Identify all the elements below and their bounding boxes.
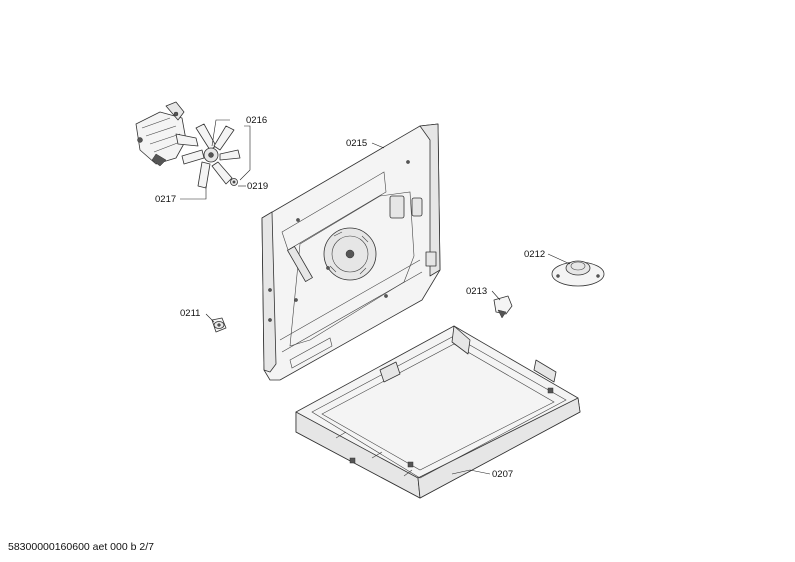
fan-nut[interactable] (230, 178, 238, 186)
callout-0217: 0217 (155, 194, 176, 205)
small-fitting[interactable] (211, 317, 227, 333)
fan-motor[interactable] (135, 101, 199, 167)
base-frame[interactable] (295, 325, 581, 499)
callout-0215: 0215 (346, 138, 367, 149)
leader-lines (180, 119, 571, 475)
round-connector[interactable] (551, 260, 605, 287)
callout-0211: 0211 (180, 308, 200, 319)
rear-wall-panel[interactable] (261, 123, 441, 381)
fan-wheel[interactable] (181, 123, 241, 189)
callout-0213: 0213 (466, 286, 487, 297)
callout-0212: 0212 (524, 249, 545, 260)
callout-0219: 0219 (247, 181, 268, 192)
callout-0216: 0216 (246, 115, 267, 126)
callout-0207: 0207 (492, 469, 513, 480)
clip[interactable] (493, 295, 513, 319)
document-id: 58300000160600 aet 000 b 2/7 (8, 541, 154, 553)
